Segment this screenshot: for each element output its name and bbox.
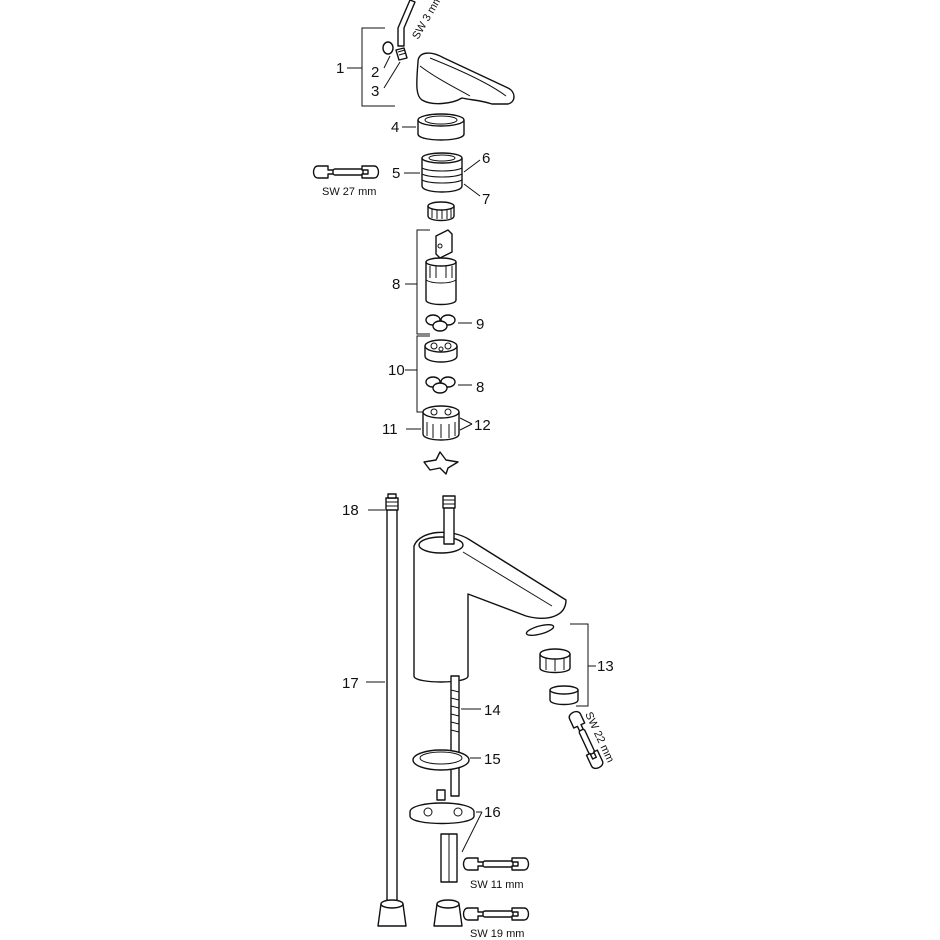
wrench-sw-11-label: SW 11 mm bbox=[470, 879, 524, 891]
item-10-disc bbox=[424, 339, 458, 363]
item-15-gasket bbox=[412, 749, 470, 771]
callout-8-top: 8 bbox=[392, 276, 400, 293]
wrench-sw-27-label: SW 27 mm bbox=[322, 186, 376, 198]
item-17-supply-hose bbox=[385, 493, 399, 911]
hose-end-nut-left bbox=[377, 899, 407, 927]
item-14-threaded-rod bbox=[450, 675, 460, 797]
callout-9: 9 bbox=[476, 316, 484, 333]
callout-14: 14 bbox=[484, 702, 501, 719]
item-1-bracket bbox=[347, 27, 395, 107]
item-9-seals bbox=[425, 314, 456, 332]
item-4-cover-cap bbox=[417, 113, 465, 141]
center-hose bbox=[442, 495, 456, 545]
callout-2: 2 bbox=[371, 64, 379, 81]
item-16-fixing-plate bbox=[409, 789, 475, 825]
wrench-sw-19 bbox=[462, 907, 530, 921]
wrench-sw-22 bbox=[568, 710, 604, 770]
callout-10: 10 bbox=[388, 362, 405, 379]
callout-18: 18 bbox=[342, 502, 359, 519]
hex-connector bbox=[440, 833, 458, 883]
hex-key: SW 3 mm bbox=[397, 0, 445, 47]
callout-8-bottom: 8 bbox=[476, 379, 484, 396]
item-5-sleeve bbox=[421, 152, 463, 193]
callout-12: 12 bbox=[474, 417, 491, 434]
callout-7: 7 bbox=[482, 191, 490, 208]
star-insert bbox=[423, 451, 459, 475]
callout-16: 16 bbox=[484, 804, 501, 821]
callout-11: 11 bbox=[382, 421, 398, 438]
item-13-aerator-insert bbox=[539, 648, 571, 674]
knurled-nut bbox=[427, 201, 455, 222]
callout-15: 15 bbox=[484, 751, 501, 768]
item-8-cartridge bbox=[425, 229, 457, 306]
wrench-sw-11 bbox=[462, 857, 530, 871]
callout-5: 5 bbox=[392, 165, 400, 182]
item-8-seals bbox=[425, 376, 456, 394]
item-13-aerator-ring bbox=[525, 624, 555, 636]
item-11-base bbox=[422, 405, 460, 441]
hex-key-size: SW 3 mm bbox=[410, 0, 445, 42]
handle-lever bbox=[416, 52, 515, 105]
callout-17: 17 bbox=[342, 675, 359, 692]
wrench-sw-27 bbox=[312, 165, 380, 179]
callout-4: 4 bbox=[391, 119, 399, 136]
callout-3: 3 bbox=[371, 83, 379, 100]
callout-13: 13 bbox=[597, 658, 614, 675]
item-13-aerator-housing bbox=[549, 685, 579, 706]
callout-1: 1 bbox=[336, 60, 344, 77]
item-2-ring bbox=[382, 41, 394, 55]
callout-6: 6 bbox=[482, 150, 490, 167]
wrench-sw-19-label: SW 19 mm bbox=[470, 928, 524, 940]
item-3-screw bbox=[395, 47, 408, 61]
hose-end-nut-right bbox=[433, 899, 463, 927]
